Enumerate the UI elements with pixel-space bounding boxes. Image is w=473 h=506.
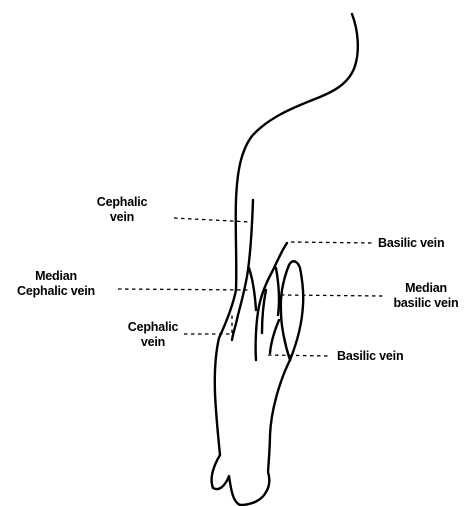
label-cephalic-vein-upper: Cephalic vein: [92, 195, 152, 225]
label-line: Basilic vein: [378, 236, 470, 251]
arm-outline-left: [212, 14, 358, 505]
label-basilic-vein-upper: Basilic vein: [378, 236, 470, 251]
leader-cephalic-vein-upper: [174, 218, 250, 222]
label-line: vein: [92, 210, 152, 225]
median-cephalic-vein-path: [249, 268, 256, 310]
leader-basilic-vein-lower: [268, 355, 330, 356]
label-cephalic-vein-lower: Cephalic vein: [125, 320, 181, 350]
label-median-basilic-vein: Median basilic vein: [381, 281, 471, 311]
label-line: basilic vein: [381, 296, 471, 311]
label-line: Basilic vein: [337, 349, 429, 364]
label-line: Cephalic: [92, 195, 152, 210]
label-line: Median: [2, 269, 110, 284]
leader-median-basilic-vein: [281, 295, 384, 296]
arm-outline-inner: [281, 265, 290, 360]
arm-outline-right: [240, 261, 303, 505]
label-line: vein: [125, 335, 181, 350]
label-line: Cephalic vein: [2, 284, 110, 299]
label-line: Median: [381, 281, 471, 296]
median-basilic-vein-path: [276, 268, 279, 315]
label-basilic-vein-lower: Basilic vein: [337, 349, 429, 364]
leader-basilic-vein-upper: [291, 242, 372, 243]
lower-basilic-vein-path: [270, 320, 279, 353]
label-line: Cephalic: [125, 320, 181, 335]
label-median-cephalic-vein: Median Cephalic vein: [2, 269, 110, 299]
leader-median-cephalic-vein: [118, 289, 250, 290]
